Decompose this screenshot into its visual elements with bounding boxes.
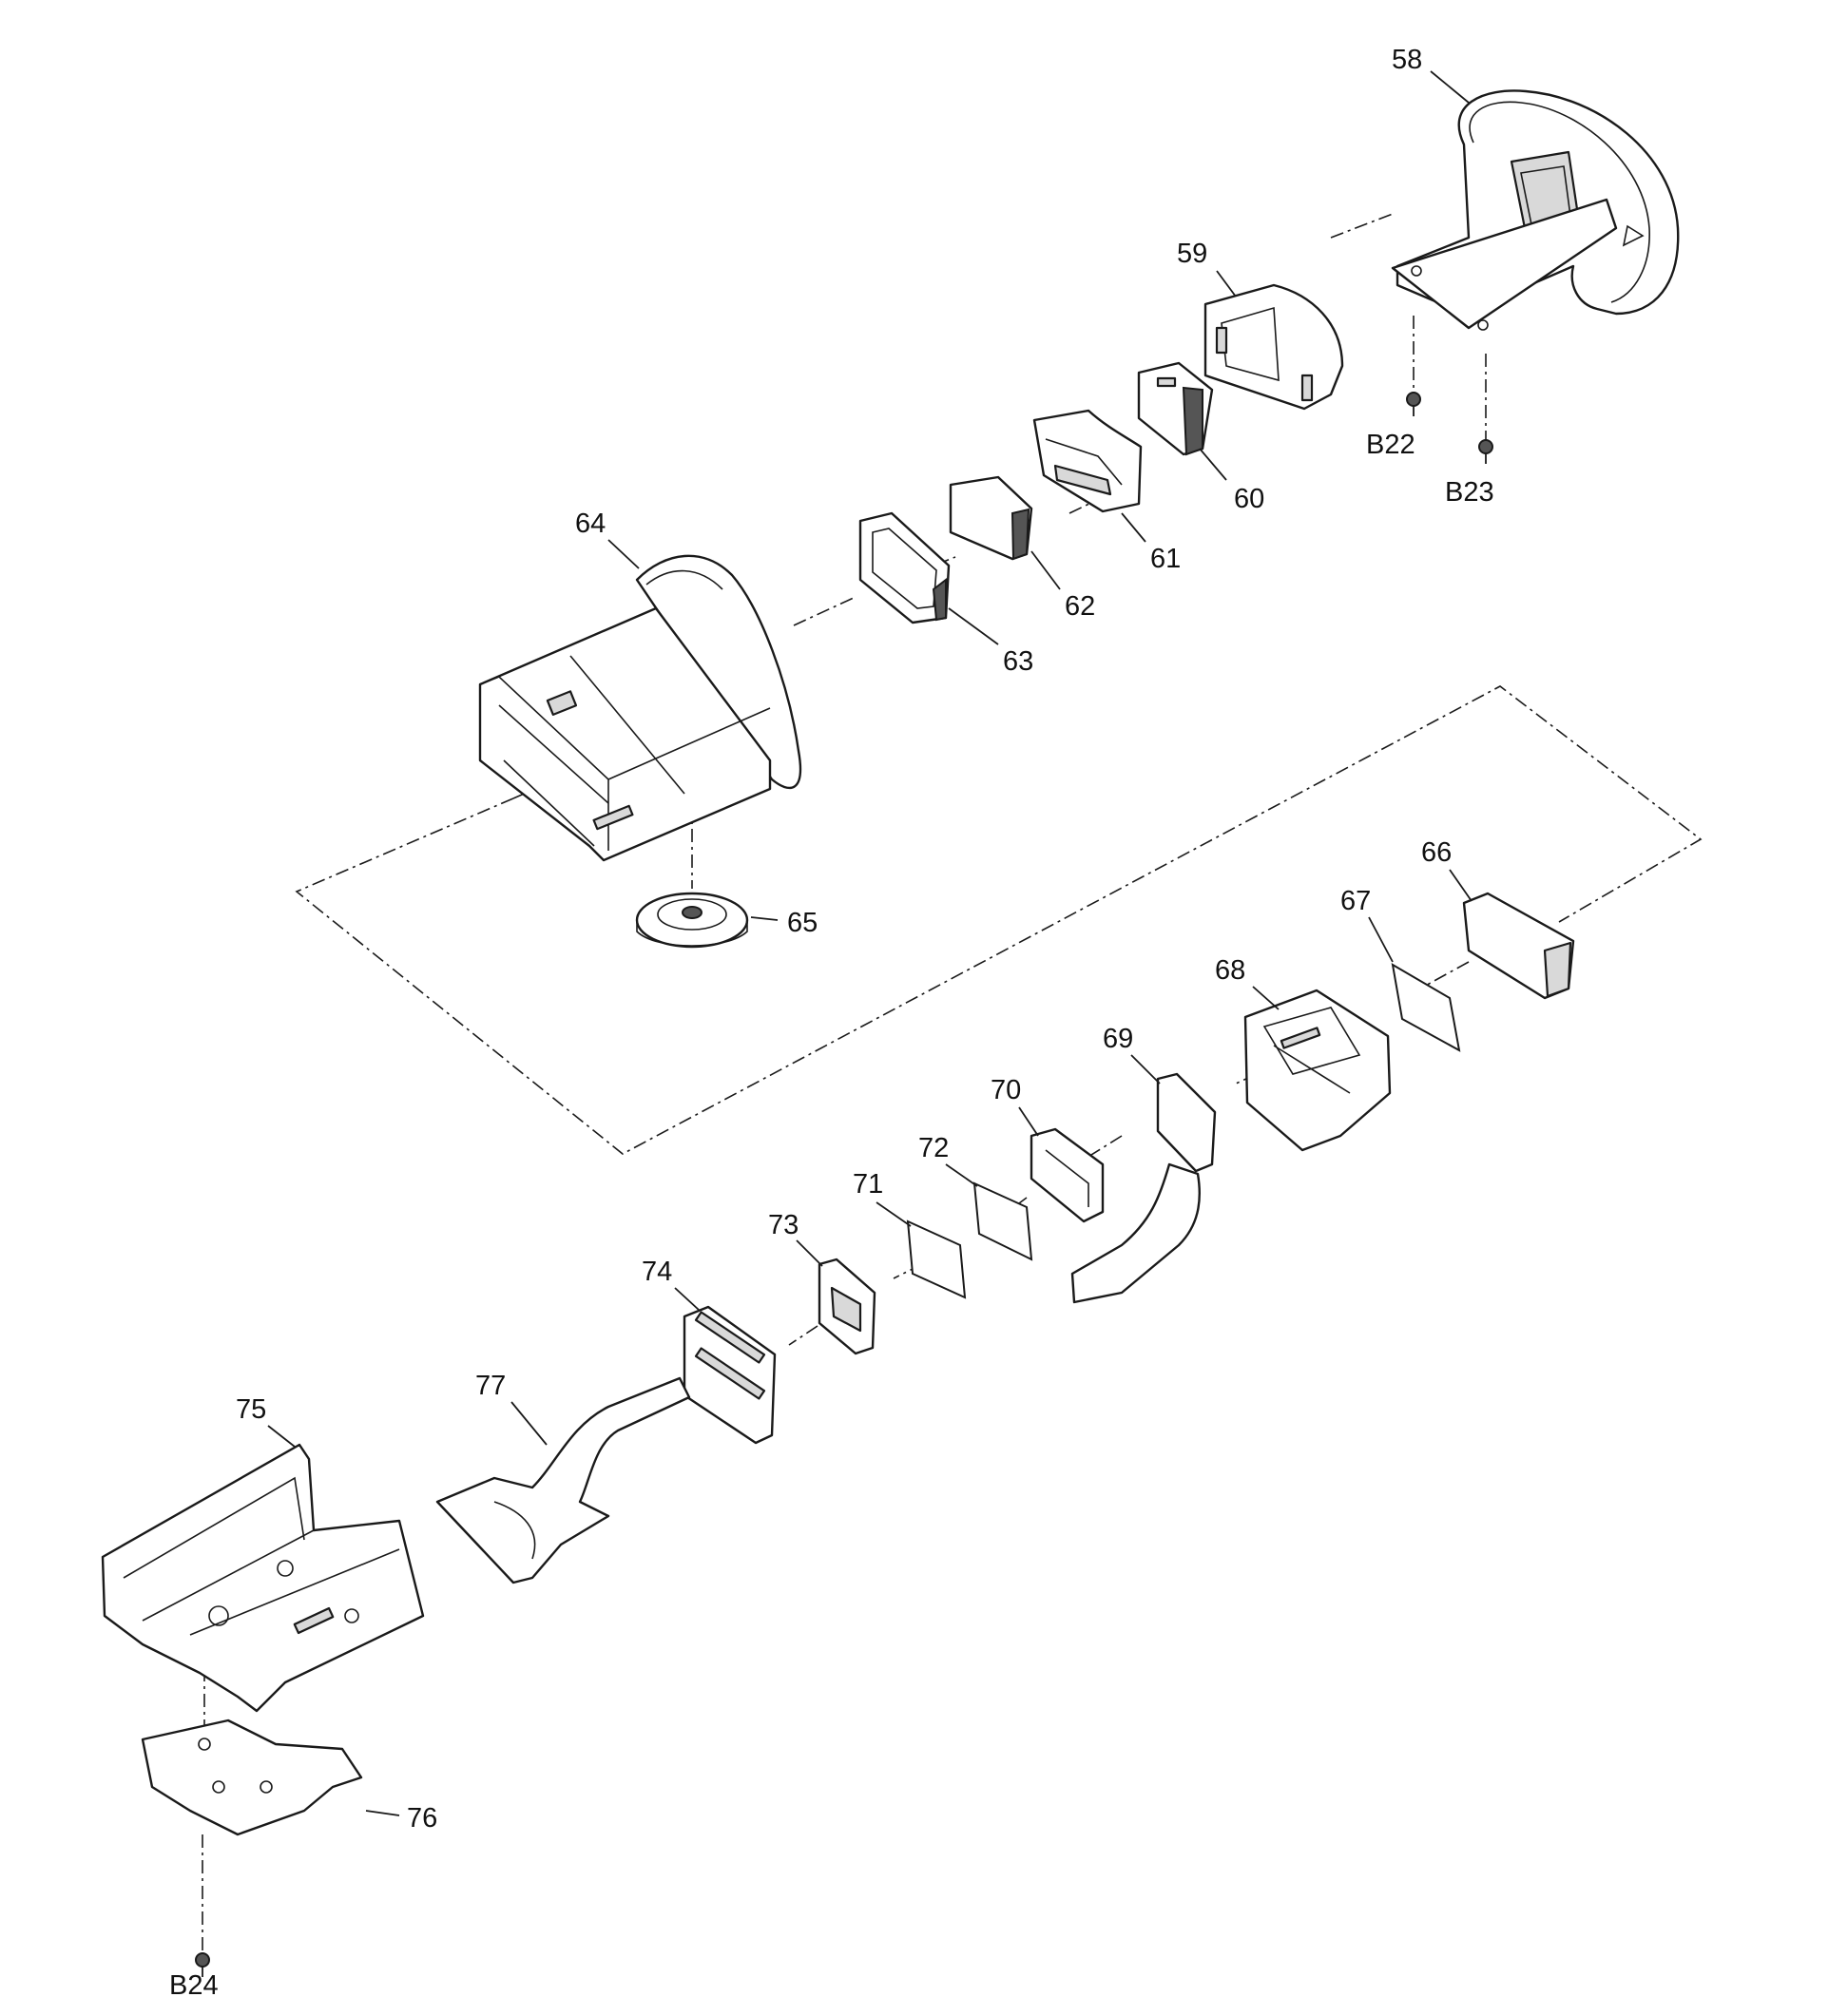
part-68-housing: [1243, 989, 1392, 1152]
label-b23: B23: [1445, 477, 1494, 508]
label-59: 59: [1177, 239, 1207, 269]
label-68: 68: [1215, 955, 1245, 986]
part-60-lens-block: [1137, 361, 1214, 456]
label-67: 67: [1340, 886, 1371, 916]
label-69: 69: [1103, 1024, 1133, 1054]
label-58: 58: [1392, 45, 1422, 75]
screw-b24: [195, 1952, 210, 1977]
label-77: 77: [475, 1371, 506, 1401]
part-63-frame: [858, 511, 951, 624]
label-70: 70: [991, 1075, 1021, 1105]
part-66-cap: [1462, 892, 1575, 1000]
label-61: 61: [1150, 544, 1181, 574]
label-76: 76: [407, 1803, 437, 1834]
part-74-board: [683, 1305, 777, 1445]
part-75-chassis: [101, 1443, 425, 1713]
label-66: 66: [1421, 837, 1452, 868]
screw-b23: [1478, 439, 1493, 464]
part-69-plate: [1070, 1072, 1217, 1304]
part-72-sheet: [972, 1181, 1033, 1261]
callout-labels: 58 59 60 61 62 63 64 65 66 67 68 69 70 7…: [169, 45, 1494, 1997]
label-65: 65: [787, 908, 818, 938]
label-b22: B22: [1366, 430, 1415, 460]
part-65-dial: [635, 892, 749, 949]
part-73-sensor-mount: [818, 1258, 876, 1355]
screw-b22: [1406, 392, 1421, 416]
part-71-sheet: [906, 1219, 967, 1299]
part-76-plate: [141, 1719, 363, 1836]
label-72: 72: [918, 1133, 949, 1163]
label-74: 74: [642, 1257, 672, 1287]
label-63: 63: [1003, 646, 1033, 677]
part-62-lens: [949, 475, 1033, 561]
assembly-chain-lines: [202, 213, 1703, 1960]
part-70-bracket: [1030, 1127, 1105, 1223]
part-61-holder: [1032, 409, 1143, 513]
label-62: 62: [1065, 591, 1095, 622]
label-60: 60: [1234, 484, 1264, 514]
part-64-finder-body: [478, 554, 802, 862]
part-77-flex-cable: [435, 1376, 691, 1584]
label-b24: B24: [169, 1970, 219, 1997]
part-59-eyepiece-sleeve: [1203, 283, 1344, 411]
label-75: 75: [236, 1394, 266, 1425]
leader-lines: [267, 70, 1473, 1816]
part-58-eyecup: [1391, 89, 1680, 331]
part-67-sheet: [1391, 963, 1461, 1052]
label-73: 73: [768, 1210, 799, 1240]
label-71: 71: [853, 1169, 883, 1200]
label-64: 64: [575, 509, 606, 539]
